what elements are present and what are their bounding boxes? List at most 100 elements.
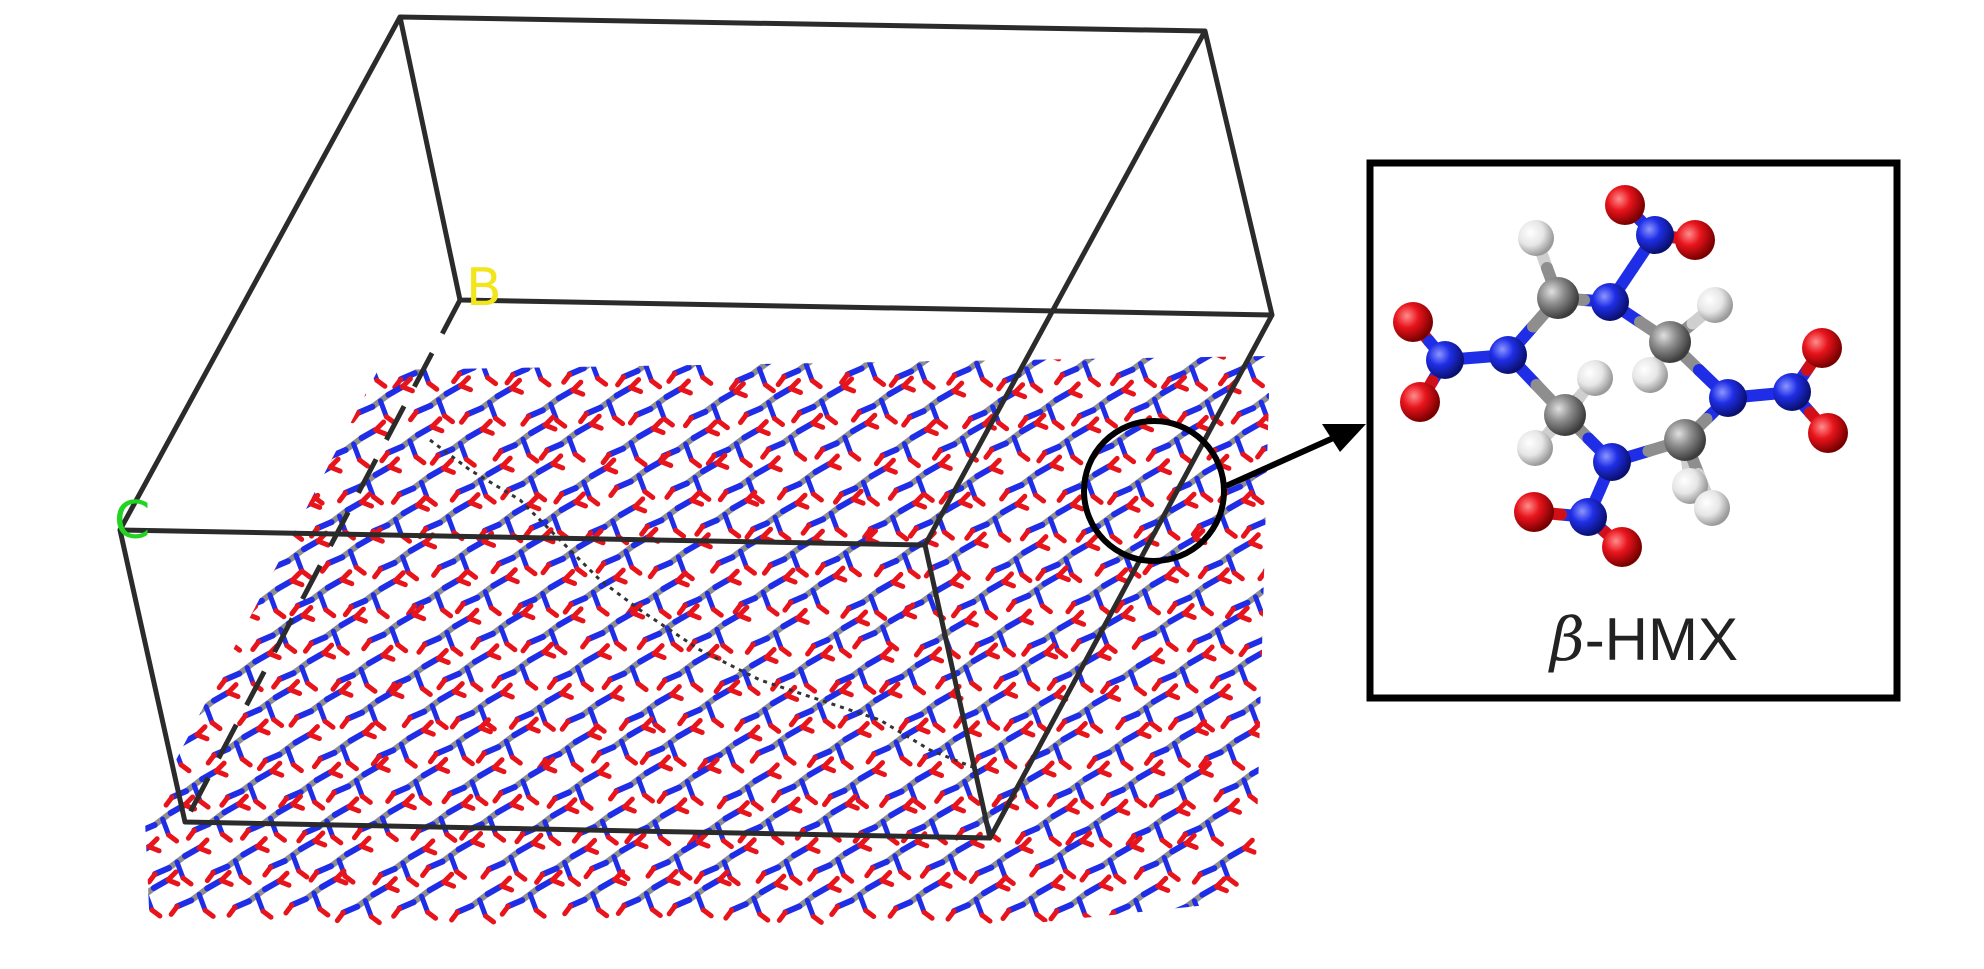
crystal-bond <box>1106 692 1122 702</box>
crystal-bond <box>1084 477 1096 499</box>
crystal-bond <box>267 858 288 870</box>
crystal-bond <box>365 478 376 500</box>
crystal-bond <box>917 754 928 768</box>
crystal-bond <box>1264 415 1270 427</box>
atom-nitrogen <box>1569 498 1607 536</box>
crystal-bond <box>1063 556 1075 578</box>
crystal-bond <box>1155 883 1171 893</box>
crystal-bond <box>207 391 230 410</box>
crystal-bond <box>1204 399 1216 421</box>
crystal-bond <box>776 909 788 923</box>
crystal-bond <box>630 610 646 620</box>
crystal-bond <box>160 573 181 588</box>
crystal-bond <box>246 497 262 507</box>
crystal-bond <box>274 577 295 592</box>
crystal-bond <box>275 801 296 816</box>
crystal-bond <box>511 724 532 739</box>
crystal-bond <box>1021 664 1033 686</box>
crystal-bond <box>1023 408 1044 421</box>
crystal-bond <box>504 516 516 538</box>
crystal-bond <box>611 854 623 876</box>
crystal-bond <box>187 535 208 550</box>
crystal-bond <box>413 402 434 415</box>
crystal-bond <box>1100 793 1112 807</box>
crystal-bond <box>373 720 387 732</box>
crystal-bond <box>1004 616 1025 630</box>
crystal-bond <box>841 384 857 394</box>
crystal-bond <box>571 761 584 773</box>
crystal-bond <box>486 651 502 661</box>
crystal-bond <box>1150 690 1171 705</box>
crystal-bond <box>441 879 457 889</box>
crystal-bond <box>828 510 840 532</box>
crystal-bond <box>938 491 950 505</box>
crystal-bond <box>200 631 221 644</box>
crystal-bond <box>568 595 589 608</box>
crystal-bond <box>227 487 239 501</box>
crystal-bond <box>1191 898 1203 920</box>
crystal-bond <box>145 581 167 600</box>
crystal-bond <box>498 442 518 455</box>
crystal-bond <box>125 648 133 654</box>
crystal-bond <box>1149 721 1163 733</box>
crystal-bond <box>284 746 296 768</box>
crystal-bond <box>906 408 927 421</box>
crystal-bond <box>535 460 556 475</box>
crystal-bond <box>556 613 576 628</box>
crystal-bond <box>966 479 978 501</box>
crystal-bond <box>100 812 116 824</box>
crystal-bond <box>103 709 109 725</box>
crystal-bond <box>766 770 782 780</box>
crystal-bond <box>747 685 761 696</box>
crystal-bond <box>218 877 234 887</box>
crystal-bond <box>1291 613 1299 621</box>
crystal-bond <box>357 457 371 469</box>
crystal-bond <box>154 356 175 363</box>
crystal-bond <box>661 416 675 428</box>
crystal-bond <box>1248 729 1264 739</box>
crystal-bond <box>528 519 549 531</box>
crystal-bond <box>225 690 241 700</box>
crystal-bond <box>1003 646 1016 658</box>
crystal-bond <box>1166 370 1187 383</box>
crystal-bond <box>1124 408 1135 422</box>
crystal-bond <box>1043 650 1059 660</box>
crystal-bond <box>886 640 900 652</box>
crystal-bond <box>470 637 482 651</box>
crystal-bond <box>1310 545 1320 549</box>
crystal-bond <box>203 415 217 429</box>
crystal-bond <box>188 664 200 686</box>
crystal-bond <box>1034 912 1048 923</box>
atom-hydrogen <box>1697 287 1733 323</box>
crystal-bond <box>429 703 441 725</box>
crystal-bond <box>127 482 141 488</box>
crystal-bond <box>645 865 657 879</box>
crystal-bond <box>935 676 947 690</box>
crystal-bond <box>78 773 94 785</box>
crystal-bond <box>1106 463 1122 473</box>
crystal-bond <box>440 607 454 619</box>
crystal-bond <box>749 750 761 764</box>
crystal-bond <box>179 502 200 517</box>
crystal-bond <box>1184 768 1205 783</box>
crystal-bond <box>1293 362 1309 374</box>
crystal-bond <box>408 409 419 423</box>
crystal-bond <box>317 591 329 613</box>
crystal-bond <box>1233 729 1254 744</box>
crystal-bond <box>668 343 676 351</box>
crystal-bond <box>280 385 300 400</box>
crystal-bond <box>953 715 965 729</box>
crystal-bond <box>993 676 1005 690</box>
crystal-bond <box>353 564 367 576</box>
crystal-bond <box>1053 388 1074 403</box>
crystal-bond <box>413 670 425 691</box>
crystal-bond <box>835 856 847 878</box>
crystal-bond <box>277 461 293 471</box>
crystal-bond <box>109 644 117 652</box>
crystal-bond <box>188 410 200 424</box>
crystal-bond <box>822 815 834 837</box>
crystal-bond <box>794 615 810 625</box>
crystal-bond <box>710 560 721 574</box>
crystal-bond <box>256 758 268 772</box>
crystal-bond <box>715 554 736 567</box>
